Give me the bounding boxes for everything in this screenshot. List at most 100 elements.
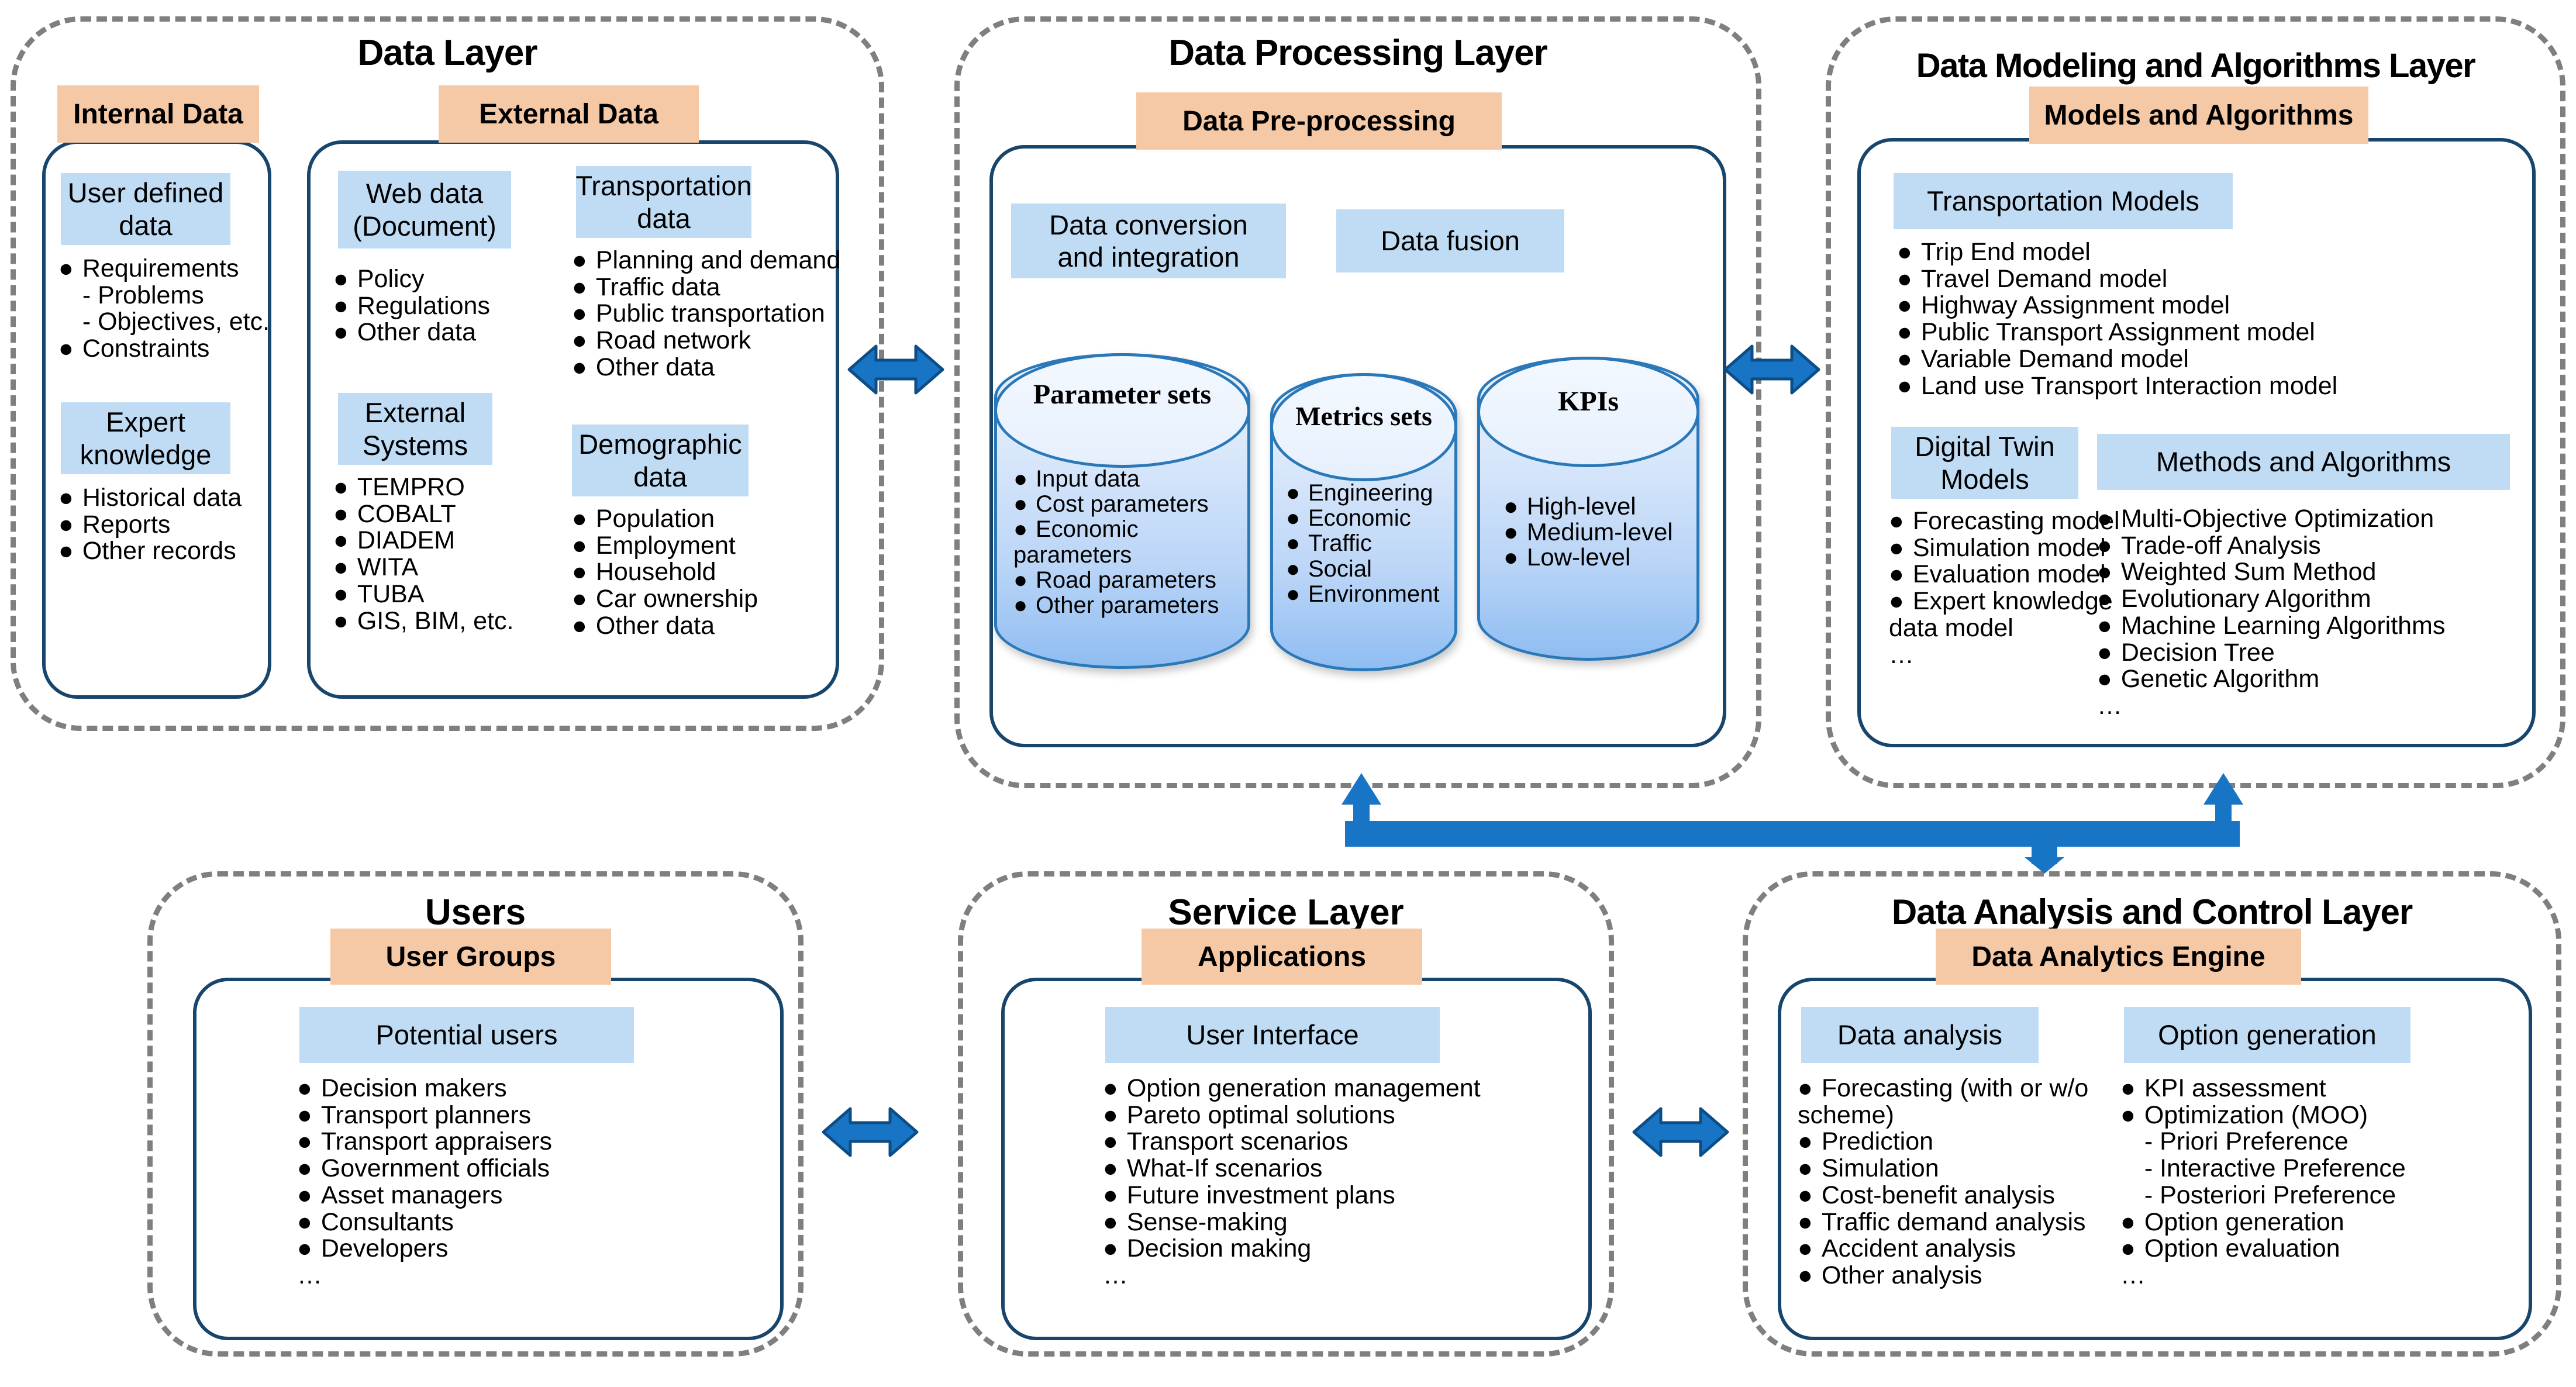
methods-algorithms-caption: Methods and Algorithms	[2097, 434, 2510, 490]
list-item: ●Cost-benefit analysis	[1798, 1182, 2088, 1208]
list-item: ●High-level	[1503, 494, 1673, 519]
list-item-label: Developers	[320, 1234, 449, 1263]
list-item: ●Expert knowledge	[1889, 589, 2120, 614]
list-item-label: Expert knowledge	[1912, 587, 2113, 616]
list-item: ●Employment	[572, 533, 758, 558]
list-item-label: Policy	[357, 265, 425, 293]
bullet-icon: ●	[572, 272, 587, 301]
list-item: ●Planning and demand	[572, 248, 840, 273]
list-item: ●Asset managers	[297, 1182, 552, 1208]
list-item: ●Public transportation	[572, 301, 840, 326]
list-item: ●Simulation model	[1889, 535, 2120, 561]
list-item: ●Sense-making	[1103, 1209, 1481, 1235]
list-item-label: Other parameters	[1036, 592, 1219, 618]
user-interface-list: ●Option generation management●Pareto opt…	[1103, 1076, 1481, 1290]
methods-algorithms-list: ●Multi-Objective Optimization●Trade-off …	[2097, 506, 2445, 720]
list-item: ●Forecasting (with or w/o	[1798, 1076, 2088, 1101]
list-item-label: Other data	[595, 611, 715, 640]
list-item: ●Trip End model	[1897, 240, 2337, 265]
bullet-icon: ●	[1286, 505, 1301, 532]
data-preprocessing-tab: Data Pre-processing	[1136, 92, 1502, 150]
list-item: ● Other data	[572, 613, 758, 639]
list-item-label: Weighted Sum Method	[2120, 558, 2377, 586]
cylinder-top-ellipse	[1477, 357, 1699, 467]
data-modeling-layer-title: Data Modeling and Algorithms Layer	[1916, 47, 2476, 85]
metrics-sets-list: ●Engineering●Economic●Traffic●Social●Env…	[1286, 481, 1440, 608]
arrow-users-to-service	[821, 1095, 919, 1169]
list-item-label: TUBA	[357, 579, 425, 608]
list-item-label: Transport appraisers	[320, 1127, 552, 1156]
list-item: ●Traffic demand analysis	[1798, 1209, 2088, 1235]
list-item-label: data model	[1889, 613, 2013, 642]
bullet-icon: ●	[58, 537, 74, 565]
list-item: ●Population	[572, 506, 758, 532]
list-item: ●Reports	[58, 512, 242, 537]
list-item-label: …	[1103, 1261, 1128, 1290]
internal-data-tab: Internal Data	[57, 85, 259, 143]
option-generation-list: ●KPI assessment●Optimization (MOO)●- Pri…	[2120, 1076, 2406, 1290]
bullet-icon: ●	[572, 558, 587, 586]
bullet-icon: ●	[572, 531, 587, 560]
list-item-label: Multi-Objective Optimization	[2120, 505, 2434, 533]
bullet-icon: ●	[297, 1154, 312, 1183]
list-item: ●GIS, BIM, etc.	[333, 608, 513, 634]
bullet-icon: ●	[333, 499, 349, 528]
bullet-icon: ●	[1013, 491, 1028, 517]
list-item-label: Car ownership	[595, 585, 758, 613]
list-item: ●Evaluation model	[1889, 562, 2120, 587]
list-item: …	[2120, 1263, 2406, 1288]
list-item: ●Pareto optimal solutions	[1103, 1100, 1481, 1129]
list-item: ● Decision Tree	[2097, 640, 2445, 665]
transportation-data-caption: Transportation data	[575, 166, 752, 238]
bullet-icon: ●	[1897, 344, 1912, 373]
list-item: …	[2097, 694, 2445, 719]
list-item-label: DIADEM	[357, 526, 456, 555]
list-item: ●Option evaluation	[2120, 1236, 2406, 1261]
list-item-label: - Posteriori Preference	[2144, 1181, 2396, 1209]
list-item-label: Evaluation model	[1912, 560, 2106, 589]
list-item: ●WITA	[333, 555, 513, 580]
data-analysis-layer-title: Data Analysis and Control Layer	[1891, 892, 2413, 931]
list-item: scheme)	[1798, 1102, 2088, 1128]
external-data-tab: External Data	[439, 85, 699, 143]
list-item: ● Weighted Sum Method	[2097, 560, 2445, 585]
data-processing-layer-title: Data Processing Layer	[1168, 33, 1548, 73]
list-item: ●TEMPRO	[333, 475, 513, 500]
transportation-data-list: ●Planning and demand●Traffic data●Public…	[572, 248, 840, 382]
list-item: ●Cost parameters	[1013, 492, 1219, 516]
bullet-icon: ●	[1897, 238, 1912, 266]
data-analytics-engine-tab: Data Analytics Engine	[1936, 929, 2301, 985]
expert-knowledge-list: ●Historical data●Reports●Other records	[58, 485, 242, 565]
bullet-icon: ●	[1103, 1100, 1118, 1129]
bullet-icon: ●	[2120, 1234, 2136, 1263]
list-item: ●Decision making	[1103, 1236, 1481, 1261]
list-item: ●- Problems	[58, 282, 270, 308]
list-item-label: Medium-level	[1526, 517, 1673, 546]
bullet-icon: ●	[1103, 1074, 1118, 1102]
bullet-icon: ●	[2097, 638, 2112, 667]
bullet-icon: ●	[1798, 1234, 1813, 1263]
list-item-label: Economic	[1308, 505, 1411, 532]
list-item-label: Regulations	[357, 291, 490, 320]
list-item-label: Travel Demand model	[1920, 264, 2168, 293]
list-item: ●Transport scenarios	[1103, 1129, 1481, 1154]
list-item-label: parameters	[1013, 541, 1132, 568]
list-item-label: Variable Demand model	[1920, 344, 2189, 373]
list-item-label: - Priori Preference	[2144, 1127, 2349, 1156]
bullet-icon: ●	[1798, 1154, 1813, 1183]
list-item: ●DIADEM	[333, 528, 513, 553]
bullet-icon: ●	[1889, 507, 1904, 535]
list-item-label: Constraints	[82, 334, 210, 363]
demographic-data-caption: Demographic data	[572, 425, 749, 496]
list-item-label: Other data	[357, 318, 477, 347]
list-item-label: Decision Tree	[2120, 638, 2275, 667]
list-item: ●Travel Demand model	[1897, 264, 2337, 293]
bullet-icon: ●	[2097, 558, 2112, 586]
bullet-icon: ●	[572, 326, 587, 355]
list-item-label: KPI assessment	[2144, 1074, 2326, 1102]
list-item-label: What-If scenarios	[1126, 1154, 1323, 1183]
list-item: ●Car ownership	[572, 586, 758, 612]
bullet-icon: ●	[1103, 1127, 1118, 1156]
bullet-icon: ●	[572, 611, 587, 640]
list-item-label: Forecasting (with or w/o	[1821, 1074, 2089, 1102]
